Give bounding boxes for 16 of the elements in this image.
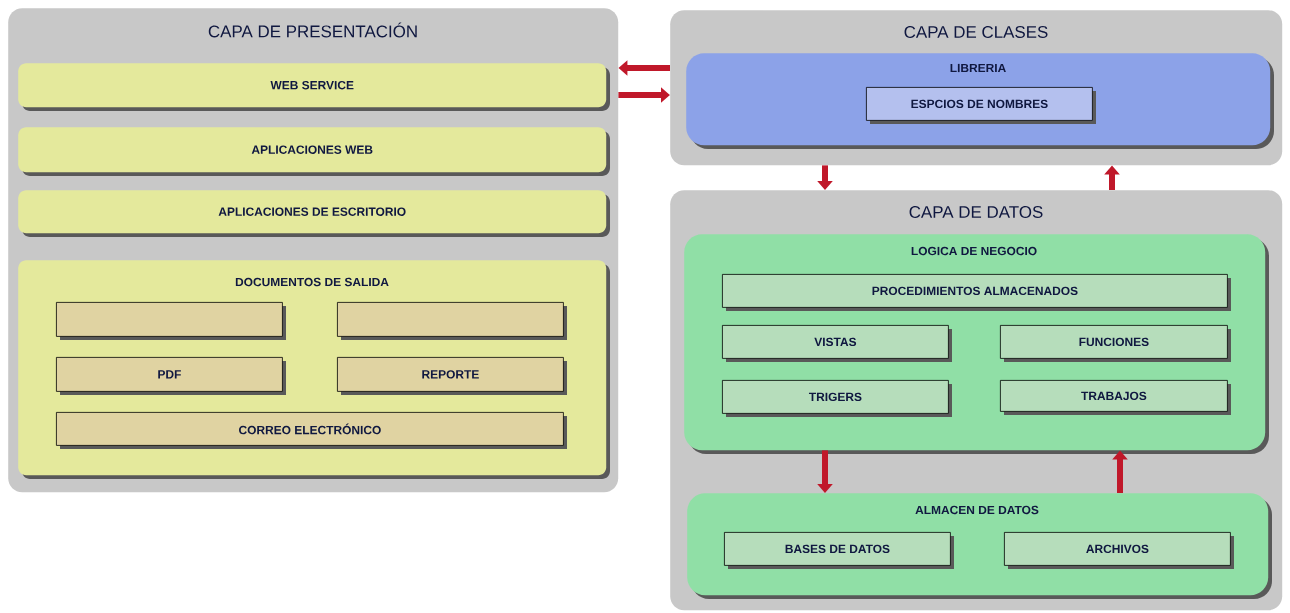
layer-band: APLICACIONES DE ESCRITORIO — [18, 190, 610, 237]
item-box — [56, 302, 286, 340]
item-box — [337, 302, 567, 340]
layer-band: WEB SERVICE — [18, 63, 610, 111]
item-box: TRABAJOS — [1000, 380, 1231, 415]
layer-band: APLICACIONES WEB — [18, 127, 610, 176]
item-box: BASES DE DATOS — [724, 532, 954, 569]
item-box: VISTAS — [722, 325, 952, 362]
item-box: PROCEDIMIENTOS ALMACENADOS — [722, 274, 1231, 311]
item-box: ARCHIVOS — [1004, 532, 1234, 569]
item-box: CORREO ELECTRÓNICO — [56, 412, 567, 449]
item-box: FUNCIONES — [1000, 325, 1231, 362]
item-box: REPORTE — [337, 357, 567, 395]
item-box: ESPCIOS DE NOMBRES — [866, 87, 1096, 124]
item-box: PDF — [56, 357, 286, 395]
item-box: TRIGERS — [722, 380, 952, 417]
